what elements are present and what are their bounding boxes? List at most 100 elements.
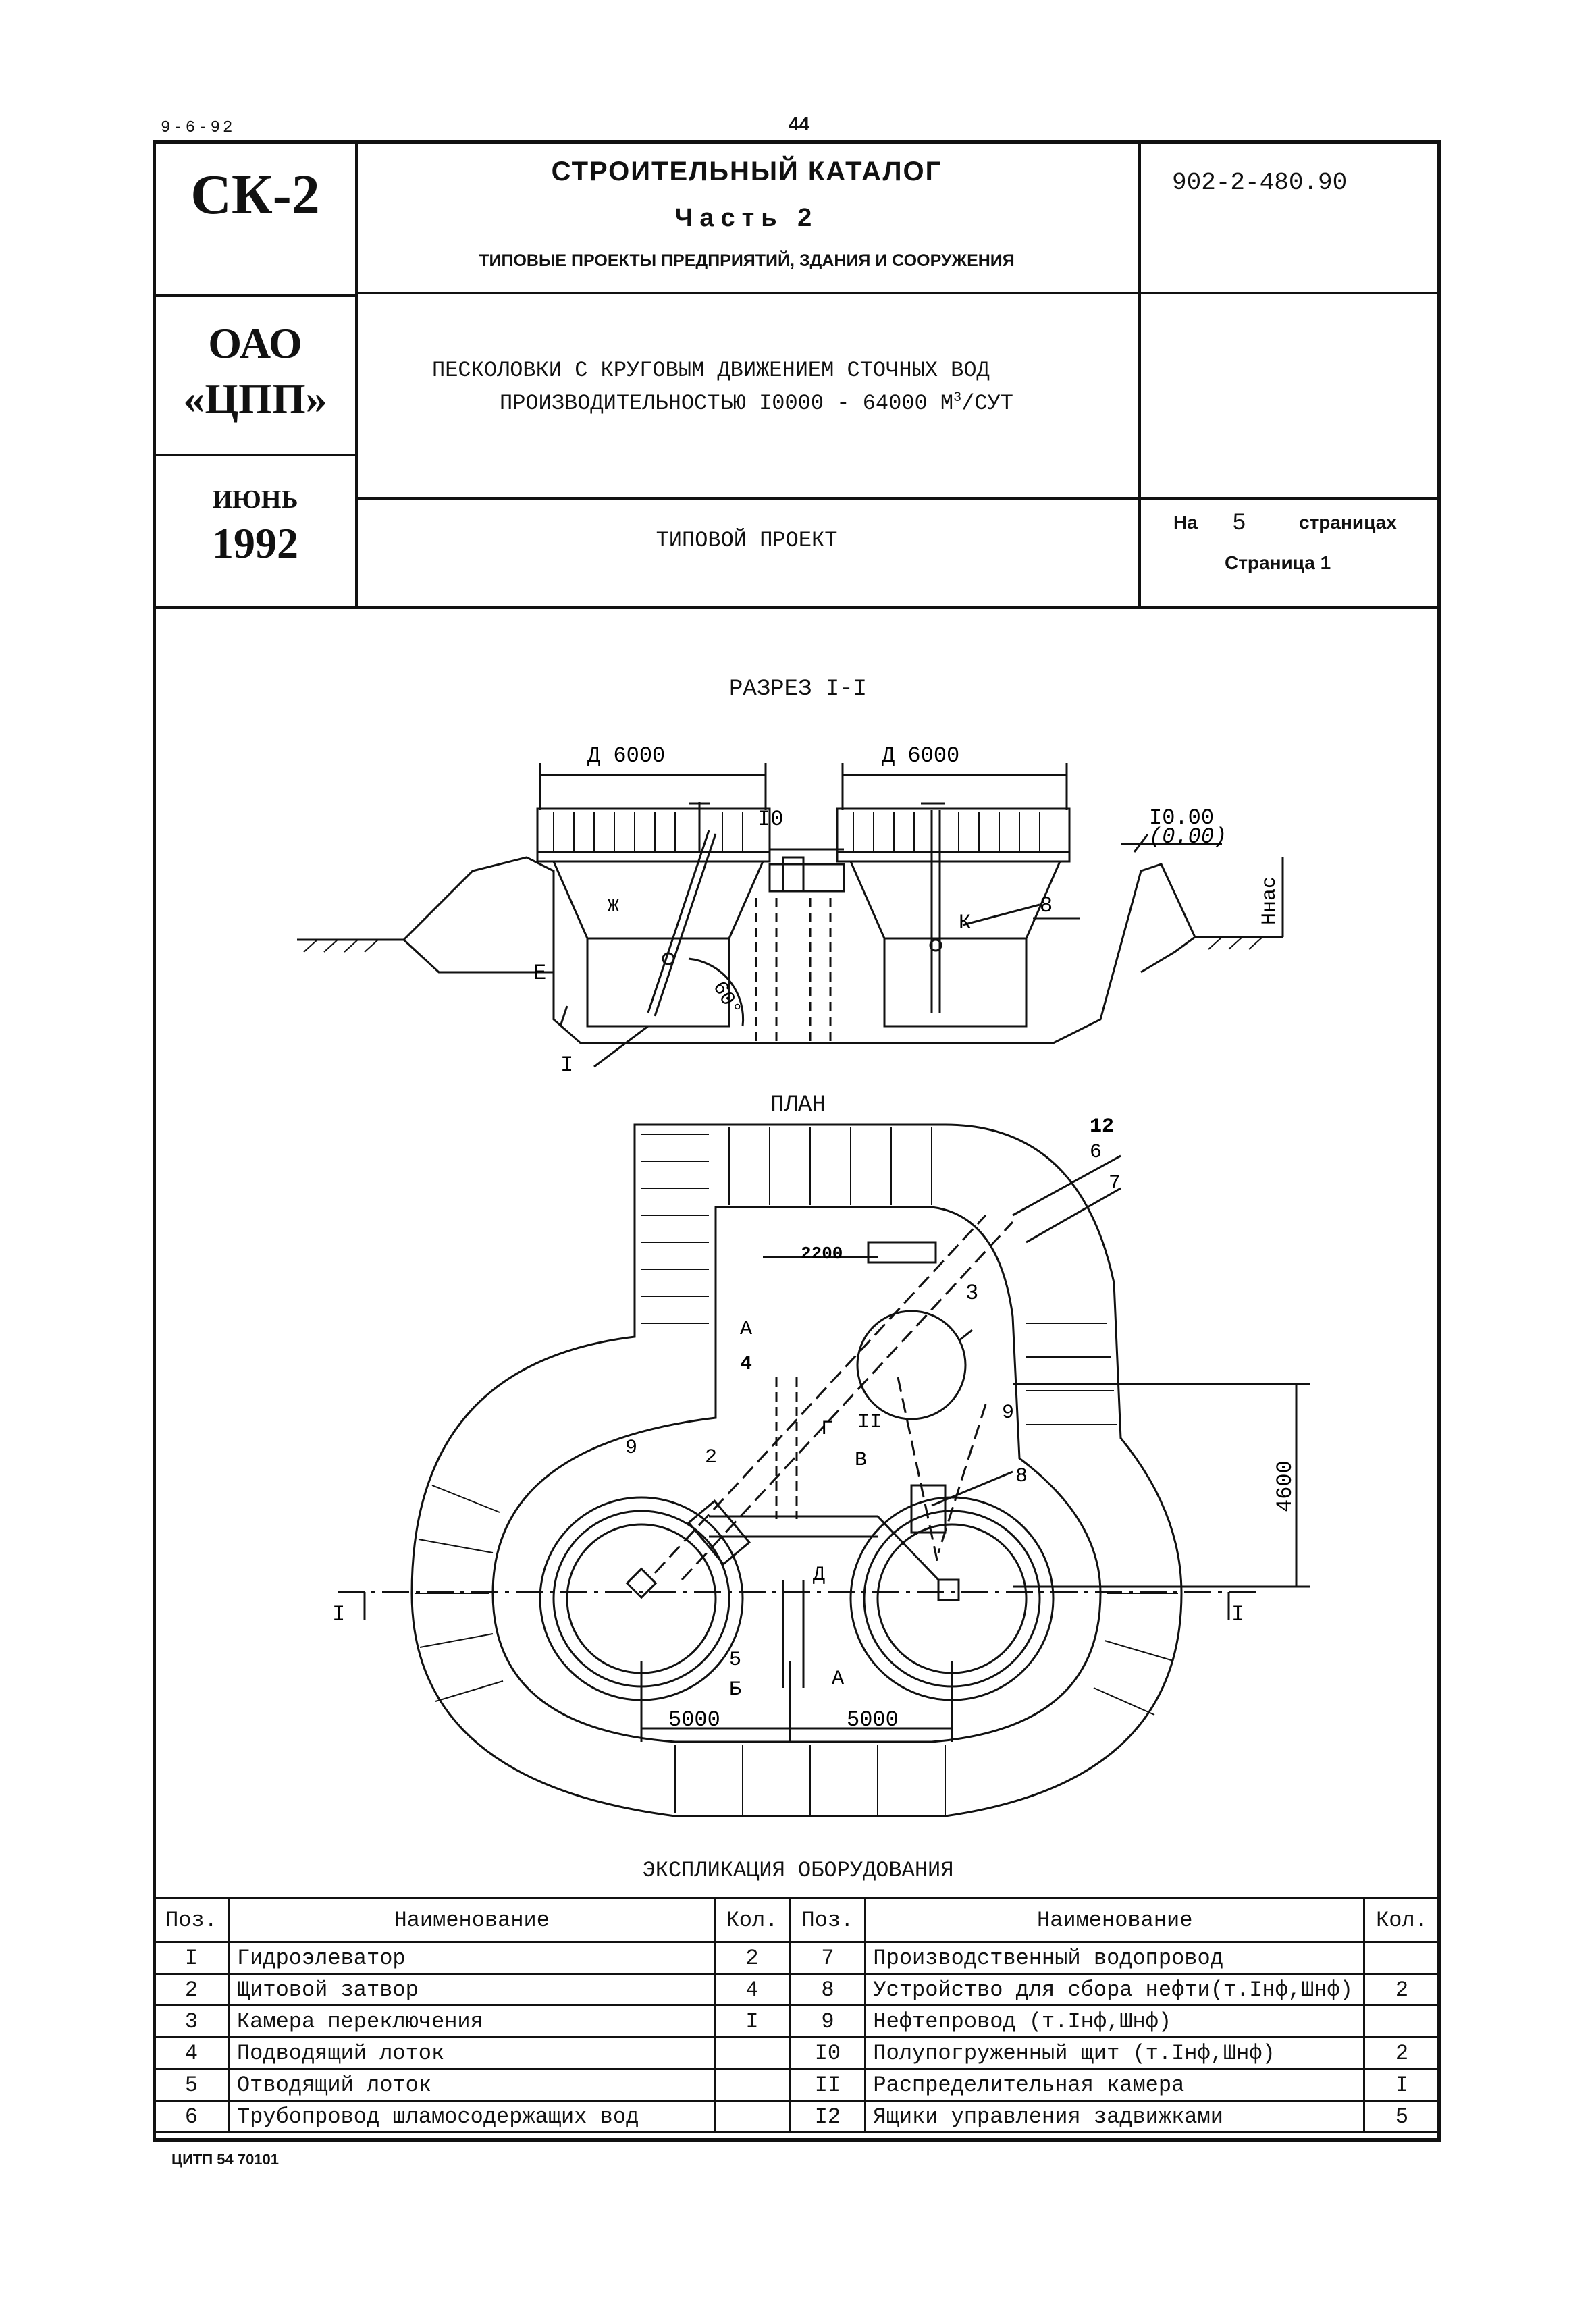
plan-dim-2200: 2200: [801, 1244, 843, 1264]
plan-label-b: Б: [729, 1678, 741, 1701]
elevator-pipe-left: [647, 830, 710, 1013]
plan-label-9-left: 9: [625, 1437, 637, 1460]
cell-qty: 2: [1363, 1973, 1441, 2006]
cell-pos: 4: [153, 2036, 230, 2070]
table-row: 2 Щитовой затвор 4 8 Устройство для сбор…: [153, 1973, 1441, 2006]
page-frame: [153, 140, 1441, 2142]
plan-inner-outline: [491, 1206, 1102, 1743]
label-k: К: [959, 911, 971, 934]
label-zh: Ж: [608, 897, 619, 918]
dim-diameter-right: Д 6000: [882, 743, 959, 768]
header-qty: Кол.: [1363, 1897, 1441, 1943]
excavation-berm-right: [1140, 936, 1196, 974]
pages-suffix: страницах: [1299, 512, 1397, 533]
table-row: 5 Отводящий лоток II Распределительная к…: [153, 2068, 1441, 2102]
sheet-code: 9-6-92: [161, 119, 236, 137]
cell-qty: I: [713, 2004, 791, 2038]
header-name: Наименование: [228, 1897, 716, 1943]
project-code: 902-2-480.90: [1172, 169, 1348, 196]
plan-dim-4600: 4600: [1273, 1460, 1298, 1512]
cell-qty: [713, 2100, 791, 2133]
tank-right-cone: [849, 861, 1061, 1028]
excavation-berm: [402, 938, 554, 974]
cell-pos: 3: [153, 2004, 230, 2038]
cell-qty: 2: [1363, 2036, 1441, 2070]
plan-label-7: 7: [1109, 1172, 1121, 1195]
org-name-line2: «ЦПП»: [183, 375, 327, 423]
table-row: 6 Трубопровод шламосодержащих вод I2 Ящи…: [153, 2100, 1441, 2133]
pipeline-6: [654, 1214, 987, 1574]
cell-pos: I: [153, 1941, 230, 1975]
header-name: Наименование: [864, 1897, 1366, 1943]
table-row: 4 Подводящий лоток I0 Полупогруженный щи…: [153, 2036, 1441, 2070]
plan-outer-outline: [410, 1123, 1183, 1817]
plan-label-a: А: [740, 1318, 752, 1341]
cell-name: Полупогруженный щит (т.Iнф,Шнф): [864, 2036, 1366, 2070]
cell-qty: [713, 2068, 791, 2102]
table-row: I Гидроэлеватор 2 7 Производственный вод…: [153, 1941, 1441, 1975]
dim-diameter-left: Д 6000: [587, 743, 665, 768]
plan-label-4: 4: [740, 1353, 752, 1376]
cell-qty: [1363, 1941, 1441, 1975]
label-10: I0: [757, 807, 783, 832]
plan-label-g: Г: [821, 1418, 833, 1441]
header-pos: Поз.: [153, 1897, 230, 1943]
label-e: E: [533, 961, 546, 986]
grid-line: [155, 294, 355, 297]
grid-line: [358, 292, 1438, 294]
plan-label-3: 3: [965, 1281, 978, 1306]
cell-pos: II: [789, 2068, 867, 2102]
grid-line: [155, 454, 355, 456]
tank-right-top: [836, 807, 1071, 863]
plan-label-d: Д: [813, 1564, 825, 1587]
catalog-part: Часть 2: [674, 204, 819, 232]
plan-label-5: 5: [729, 1649, 741, 1672]
plan-label-2: 2: [705, 1446, 717, 1469]
cell-name: Распределительная камера: [864, 2068, 1366, 2102]
plan-label-6: 6: [1090, 1141, 1102, 1164]
cell-name: Ящики управления задвижками: [864, 2100, 1366, 2133]
cell-pos: 8: [789, 1973, 867, 2006]
catalog-code: СК-2: [190, 163, 320, 226]
cell-qty: I: [1363, 2068, 1441, 2102]
label-angle: 60°: [707, 978, 745, 1021]
catalog-title: СТРОИТЕЛЬНЫЙ КАТАЛОГ: [551, 157, 942, 186]
cell-pos: 7: [789, 1941, 867, 1975]
table-header-row: Поз. Наименование Кол. Поз. Наименование…: [153, 1897, 1441, 1943]
header-pos: Поз.: [789, 1897, 867, 1943]
control-box: [867, 1241, 937, 1264]
title-capacity: ПРОИЗВОДИТЕЛЬНОСТЬЮ I0000 - 64000 М: [500, 391, 954, 416]
cell-pos: 5: [153, 2068, 230, 2102]
catalog-subtitle: ТИПОВЫЕ ПРОЕКТЫ ПРЕДПРИЯТИЙ, ЗДАНИЯ И СО…: [479, 251, 1015, 270]
plan-label-8: 8: [1015, 1465, 1028, 1488]
title-superscript: 3: [953, 390, 962, 406]
cell-qty: 5: [1363, 2100, 1441, 2133]
plan-section-mark-right: I: [1231, 1602, 1244, 1627]
grid-line: [1138, 143, 1141, 609]
section-title: РАЗРЕЗ I-I: [728, 676, 868, 702]
cell-qty: [1363, 2004, 1441, 2038]
cell-name: Трубопровод шламосодержащих вод: [228, 2100, 716, 2133]
plan-dim-5000-right: 5000: [847, 1707, 899, 1732]
cell-name: Подводящий лоток: [228, 2036, 716, 2070]
elevation-top: I0.00: [1149, 805, 1214, 830]
plan-label-a2: А: [832, 1668, 844, 1691]
page-number: 44: [789, 113, 810, 134]
footer-code: ЦИТП 54 70101: [171, 2151, 280, 2168]
pages-count: 5: [1233, 509, 1246, 535]
pipeline-7: [681, 1221, 1014, 1581]
plan-label-v: В: [855, 1449, 867, 1472]
cell-name: Устройство для сбора нефти(т.Iнф,Шнф): [864, 1973, 1366, 2006]
cell-qty: 4: [713, 1973, 791, 2006]
cell-qty: [713, 2036, 791, 2070]
org-name-line1: ОАО: [208, 319, 302, 367]
cell-name: Щитовой затвор: [228, 1973, 716, 2006]
plan-label-9-right: 9: [1002, 1402, 1014, 1425]
page-label: Страница 1: [1225, 552, 1331, 573]
label-hnas: Hнас: [1258, 876, 1281, 925]
title-unit: /СУТ: [961, 391, 1013, 416]
explication-title: ЭКСПЛИКАЦИЯ ОБОРУДОВАНИЯ: [642, 1858, 954, 1883]
plan-label-12: 12: [1090, 1115, 1114, 1138]
cell-name: Производственный водопровод: [864, 1941, 1366, 1975]
